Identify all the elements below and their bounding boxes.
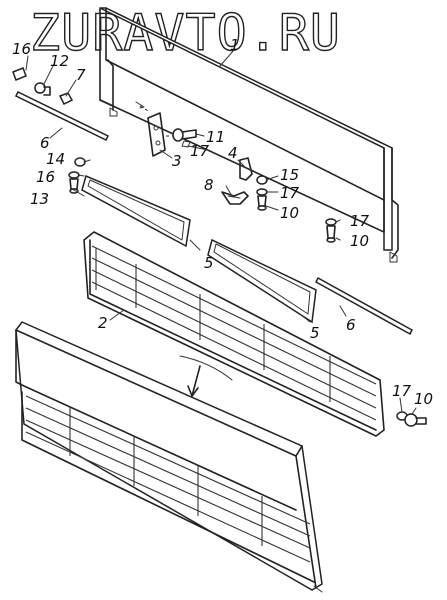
callout-16-top: 16 <box>12 40 31 58</box>
fastener-group-far-right <box>396 411 427 427</box>
callout-6-left: 6 <box>40 134 50 152</box>
fastener-stack-right-upper <box>256 175 268 211</box>
callout-15: 15 <box>280 166 299 184</box>
fastener-group-left <box>68 157 86 194</box>
callout-17-a: 17 <box>190 142 210 160</box>
strip-part-6-left <box>14 90 110 142</box>
callout-1: 1 <box>230 36 240 54</box>
grille-part-2 <box>83 231 385 437</box>
assembly-arrow <box>179 355 233 397</box>
bolt-part-11 <box>166 128 197 148</box>
callout-3: 3 <box>172 152 182 170</box>
callout-10-c: 10 <box>414 390 433 408</box>
callout-4: 4 <box>228 144 238 162</box>
callout-12: 12 <box>50 52 69 70</box>
callout-13: 13 <box>30 190 49 208</box>
callout-5-right: 5 <box>310 324 320 342</box>
callout-2: 2 <box>98 314 108 332</box>
strip-part-6-right <box>315 276 413 336</box>
fastener-stack-right <box>325 218 337 243</box>
callout-10-b: 10 <box>350 232 369 250</box>
bracket-part-8 <box>221 191 249 205</box>
leader-lines <box>25 49 417 415</box>
callout-7: 7 <box>76 66 86 84</box>
fastener-group-top-left <box>12 67 74 106</box>
callout-16-left: 16 <box>36 168 55 186</box>
seal-part-5-left <box>81 174 191 248</box>
watermark-text: ZURAVTO.RU <box>30 4 341 62</box>
callout-14: 14 <box>46 150 65 168</box>
assembled-grille-unit <box>15 321 323 593</box>
callout-6-right: 6 <box>346 316 356 334</box>
callout-5-left: 5 <box>204 254 214 272</box>
callout-10-a: 10 <box>280 204 299 222</box>
callout-11: 11 <box>206 128 225 146</box>
clip-part-4 <box>239 157 253 181</box>
callout-labels: 1 2 3 4 5 5 6 6 7 8 10 10 10 11 12 13 14… <box>12 36 433 408</box>
callout-17-d: 17 <box>392 382 412 400</box>
callout-17-b: 17 <box>280 184 300 202</box>
callout-8: 8 <box>204 176 214 194</box>
bracket-part-3 <box>135 101 166 157</box>
upper-panel-part-1 <box>99 7 399 263</box>
callout-17-c: 17 <box>350 212 370 230</box>
seal-part-5-right <box>207 238 317 324</box>
